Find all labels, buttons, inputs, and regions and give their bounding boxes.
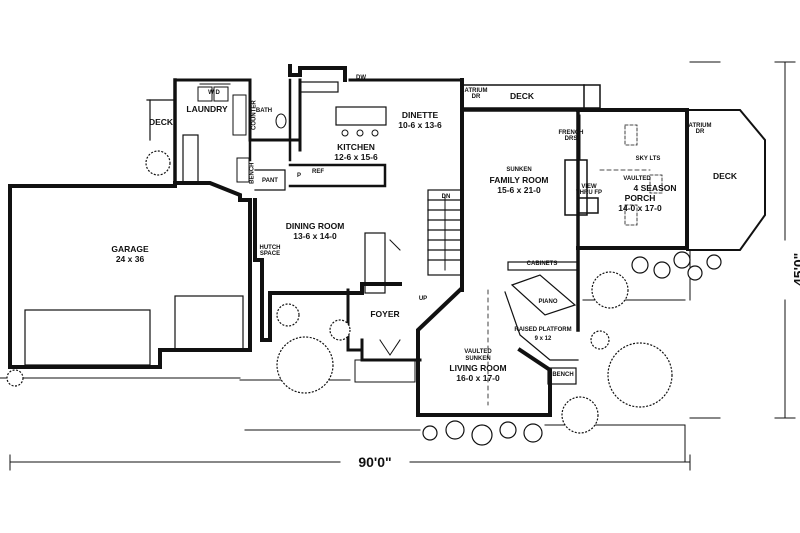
label-stair-up: UP <box>418 296 428 302</box>
label-p: P <box>296 173 302 179</box>
label-counter: COUNTER <box>251 100 258 130</box>
label-family-dim: 15-6 x 21-0 <box>497 185 541 195</box>
label-washer-dryer: W D <box>208 90 220 96</box>
label-deck-top: DECK <box>509 91 535 101</box>
label-bath: BATH <box>255 108 273 114</box>
porch-walls <box>576 108 689 250</box>
label-hutch-space: HUTCH SPACE <box>259 245 281 258</box>
laundry-bath-walls <box>173 78 302 185</box>
label-ref: REF <box>312 169 324 175</box>
label-family-room: FAMILY ROOM <box>489 175 549 185</box>
label-piano: PIANO <box>538 299 558 305</box>
label-living-dim: 16-0 x 17-0 <box>456 373 500 383</box>
label-dining-dim: 13-6 x 14-0 <box>293 231 337 241</box>
label-french-drs: FRENCH DRS <box>558 130 584 143</box>
label-atrium-dr-2: ATRIUM DR <box>688 123 712 136</box>
deck-right <box>686 109 766 251</box>
label-dining-room: DINING ROOM <box>285 221 345 231</box>
label-living-room: LIVING ROOM <box>449 363 507 373</box>
label-deck-right: DECK <box>712 171 738 181</box>
label-family-sunken: SUNKEN <box>506 167 532 173</box>
label-pantry: PANT <box>262 178 278 184</box>
label-porch-name: 4 SEASON <box>633 183 677 193</box>
label-living-vaulted: VAULTED <box>464 349 492 355</box>
overall-depth-dimension: 45'0" <box>790 252 800 287</box>
kitchen-dinette-walls <box>254 64 464 292</box>
label-garage-dim: 24 x 36 <box>115 254 145 264</box>
label-garage: GARAGE <box>111 244 149 254</box>
label-foyer: FOYER <box>370 309 400 319</box>
label-laundry: LAUNDRY <box>186 104 228 114</box>
stair <box>427 189 464 276</box>
label-raised-platform: RAISED PLATFORM <box>514 327 572 333</box>
label-porch-name2: PORCH <box>624 193 656 203</box>
label-stair-dn: DN <box>441 194 451 200</box>
label-dinette: DINETTE <box>401 110 439 120</box>
label-porch-vaulted: VAULTED <box>623 176 651 182</box>
label-bench-bottom: BENCH <box>552 372 574 378</box>
landscaping <box>6 150 722 446</box>
label-porch-dim: 14-0 x 17-0 <box>618 203 662 213</box>
dining-walls <box>253 198 402 352</box>
label-view-thru-fp: VIEW THRU FP <box>576 184 602 197</box>
label-deck-left: DECK <box>148 117 174 127</box>
garage-walls <box>8 181 252 369</box>
dimension-lines <box>9 61 796 471</box>
label-dishwasher: DW <box>356 75 366 81</box>
label-kitchen: KITCHEN <box>337 142 375 152</box>
label-raised-dim: 9 x 12 <box>534 336 552 342</box>
foyer-walls <box>354 338 422 383</box>
deck-top <box>461 84 601 109</box>
overall-width-dimension: 90'0" <box>358 454 392 470</box>
label-cabinets: CABINETS <box>526 261 558 267</box>
family-room-walls <box>460 108 599 332</box>
label-dinette-dim: 10-6 x 13-6 <box>398 120 442 130</box>
label-sky-lights: SKY LTS <box>635 156 661 162</box>
label-atrium-dr-1: ATRIUM DR <box>464 88 488 101</box>
label-kitchen-dim: 12-6 x 15-6 <box>334 152 378 162</box>
label-living-sunken: SUNKEN <box>465 356 491 362</box>
label-bench-top: BENCH <box>249 162 256 184</box>
deck-left <box>146 99 176 186</box>
living-room-walls <box>416 261 579 417</box>
